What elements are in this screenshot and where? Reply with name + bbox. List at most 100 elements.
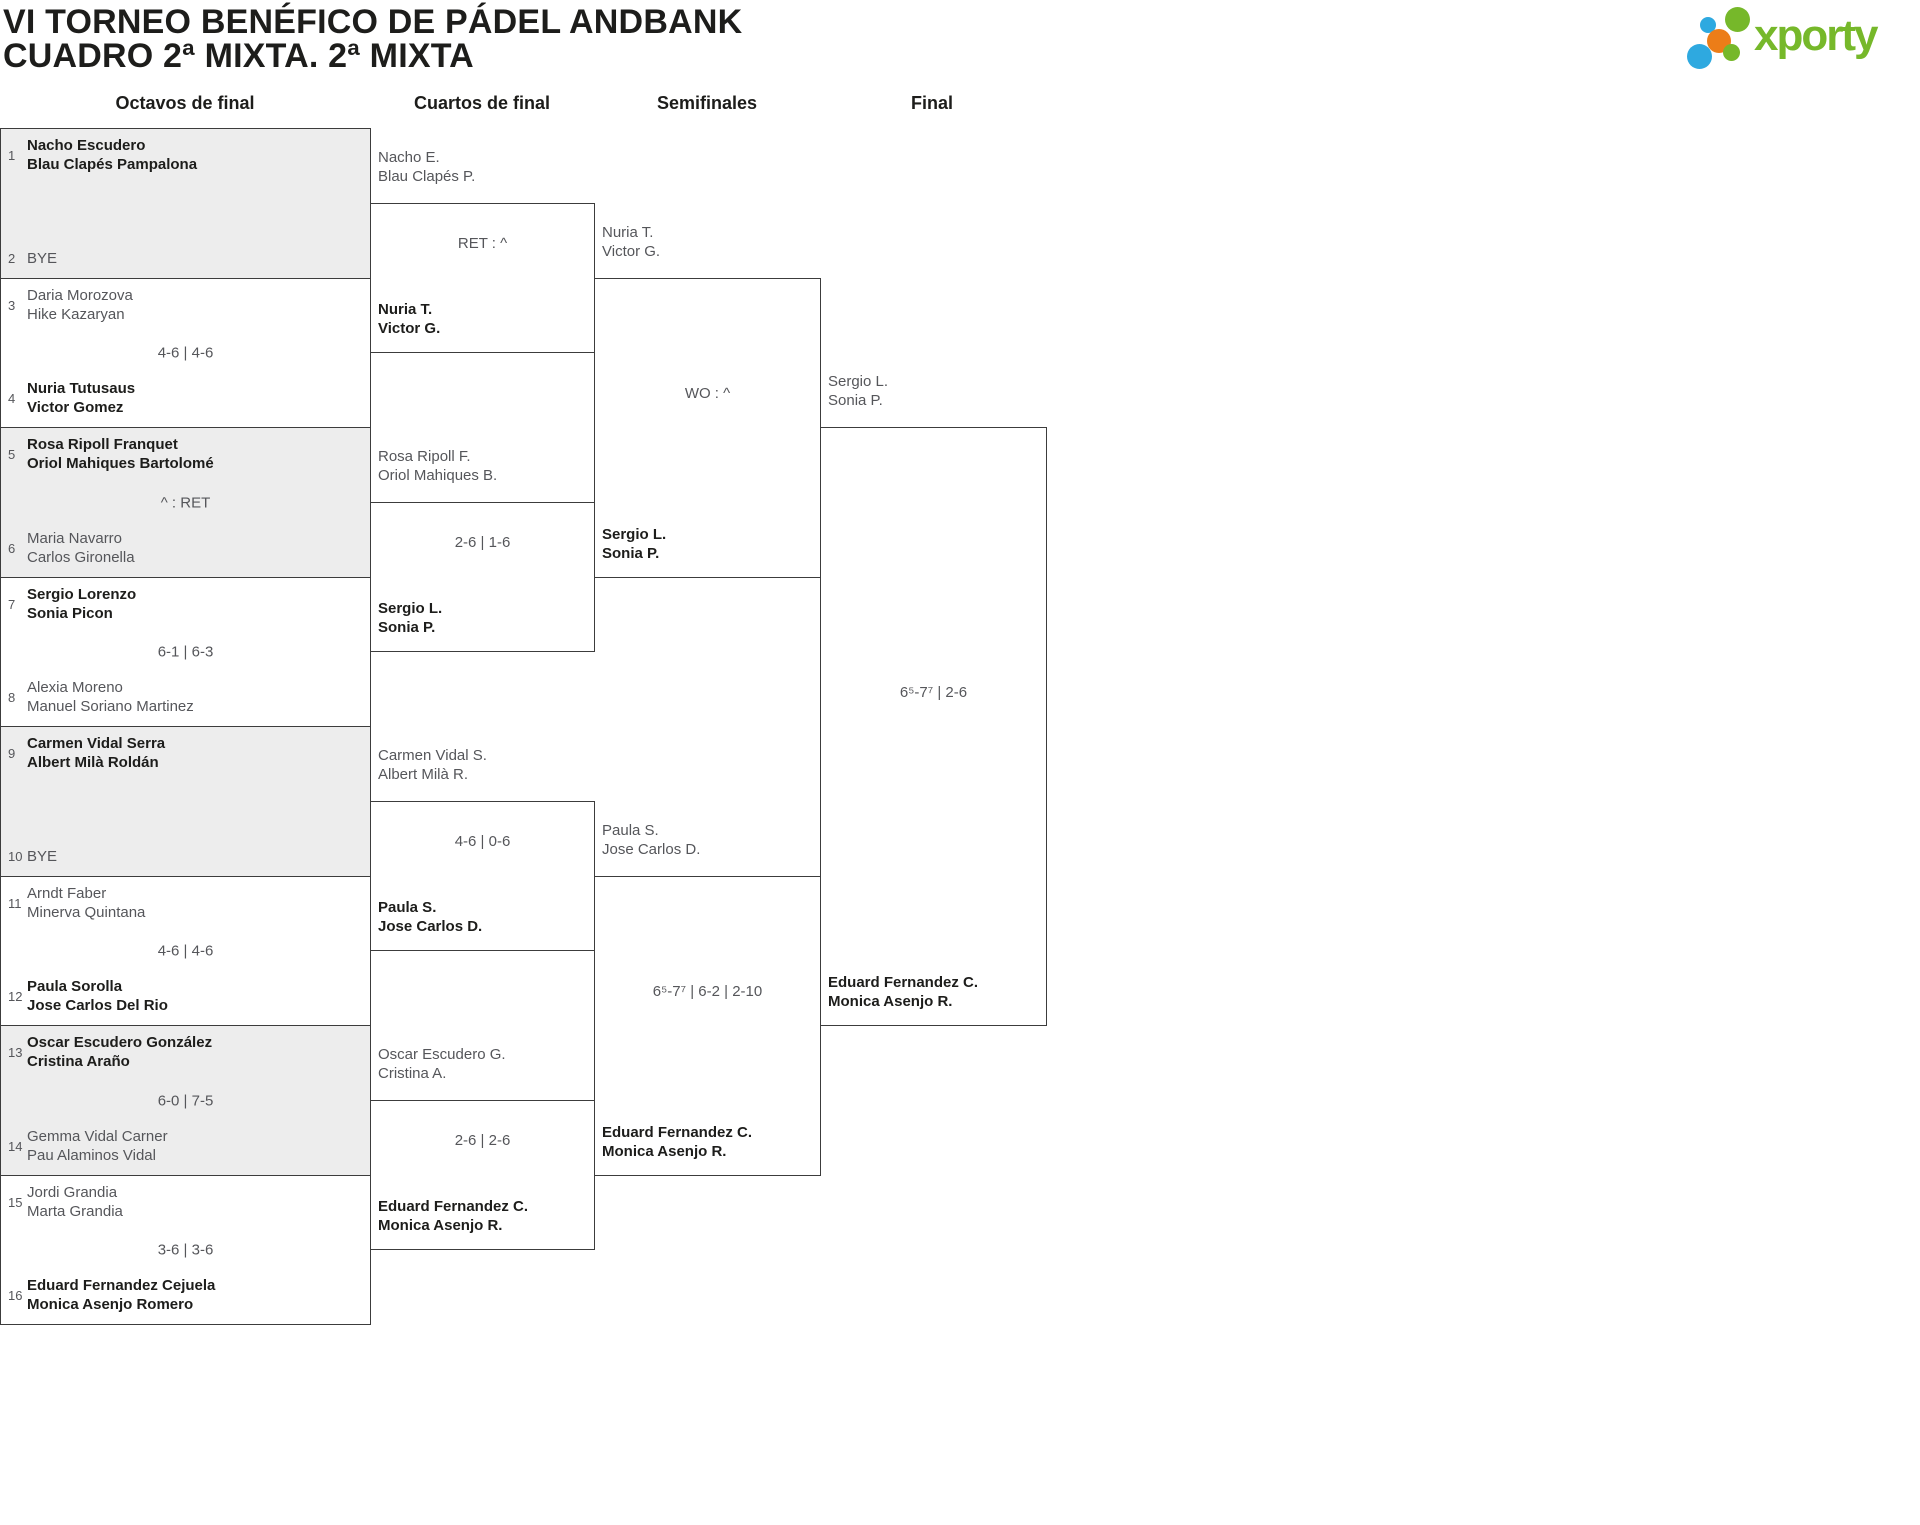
player1-name: Nacho E. <box>378 149 440 166</box>
player1-name: Paula S. <box>378 899 437 916</box>
team-name: Oscar Escudero González Cristina Araño <box>27 1033 212 1071</box>
r16-match-1-box: 1 Nacho Escudero Blau Clapés Pampalona 2… <box>0 128 371 279</box>
logo-dot-green-small-icon <box>1723 44 1740 61</box>
player1-name: BYE <box>27 848 58 865</box>
team-label: Paula S. Jose Carlos D. <box>602 821 700 859</box>
seed-number: 14 <box>8 1138 23 1154</box>
team-slot-seed-7: 7 Sergio Lorenzo Sonia Picon <box>1 585 370 623</box>
logo-wordmark: xporty <box>1754 11 1878 60</box>
xporty-logo: xporty <box>1685 5 1895 80</box>
r16-match-6-box: 11 Arndt Faber Minerva Quintana 4-6 | 4-… <box>0 876 371 1026</box>
qf-match-3-box: Carmen Vidal S. Albert Milà R. 4-6 | 0-6… <box>370 747 595 951</box>
team-label: Oscar Escudero G. Cristina A. <box>378 1045 506 1083</box>
team-slot-seed-3: 3 Daria Morozova Hike Kazaryan <box>1 286 370 324</box>
team-label: Sergio L. Sonia P. <box>378 599 442 637</box>
player2-name: Monica Asenjo R. <box>378 1217 503 1234</box>
player2-name: Carlos Gironella <box>27 549 135 566</box>
player1-name: Eduard Fernandez C. <box>378 1198 529 1215</box>
qf-match-1-box: Nacho E. Blau Clapés P. RET : ^ Nuria T.… <box>370 149 595 353</box>
team-name: Rosa Ripoll Franquet Oriol Mahiques Bart… <box>27 435 214 473</box>
team-label: Eduard Fernandez C. Monica Asenjo R. <box>378 1197 528 1235</box>
team-slot-seed-2: 2 BYE <box>1 249 370 268</box>
player1-name: Jordi Grandia <box>27 1184 118 1201</box>
seed-number: 5 <box>8 446 16 462</box>
player1-name: Rosa Ripoll Franquet <box>27 436 178 453</box>
qf-match-4-box: Oscar Escudero G. Cristina A. 2-6 | 2-6 … <box>370 1046 595 1250</box>
player2-name: Hike Kazaryan <box>27 306 125 323</box>
player2-name: Minerva Quintana <box>27 904 146 921</box>
player2-name: Cristina A. <box>378 1065 447 1082</box>
team-name: Jordi Grandia Marta Grandia <box>27 1183 123 1221</box>
seed-number: 11 <box>8 895 22 911</box>
match-score: 4-6 | 4-6 <box>157 942 214 960</box>
player1-name: Sergio L. <box>602 526 667 543</box>
team-name: Gemma Vidal Carner Pau Alaminos Vidal <box>27 1127 168 1165</box>
player1-name: Nuria Tutusaus <box>27 380 136 397</box>
tournament-name: VI TORNEO BENÉFICO DE PÁDEL ANDBANK <box>3 3 743 41</box>
team-name: BYE <box>27 847 57 866</box>
player2-name: Victor G. <box>378 320 441 337</box>
player2-name: Jose Carlos D. <box>602 841 701 858</box>
team-name: Maria Navarro Carlos Gironella <box>27 529 135 567</box>
team-label: Nacho E. Blau Clapés P. <box>378 148 475 186</box>
page-title: VI TORNEO BENÉFICO DE PÁDEL ANDBANK CUAD… <box>3 5 742 73</box>
r16-match-8-box: 15 Jordi Grandia Marta Grandia 3-6 | 3-6… <box>0 1175 371 1325</box>
round-header-octavos: Octavos de final <box>115 93 255 113</box>
player2-name: Blau Clapés Pampalona <box>27 156 198 173</box>
team-name: Nuria Tutusaus Victor Gomez <box>27 379 135 417</box>
team-name: Arndt Faber Minerva Quintana <box>27 884 145 922</box>
player1-name: Paula Sorolla <box>27 978 123 995</box>
match-score: 2-6 | 2-6 <box>454 1132 511 1149</box>
team-slot-seed-1: 1 Nacho Escudero Blau Clapés Pampalona <box>1 136 370 174</box>
draw-name: CUADRO 2ª MIXTA. 2ª MIXTA <box>3 37 474 75</box>
player1-name: Nuria T. <box>378 301 433 318</box>
team-slot-seed-11: 11 Arndt Faber Minerva Quintana <box>1 884 370 922</box>
seed-number: 1 <box>8 147 16 163</box>
player2-name: Monica Asenjo R. <box>602 1143 727 1160</box>
player1-name: Maria Navarro <box>27 530 123 547</box>
player1-name: Sergio L. <box>828 373 889 390</box>
team-name: Nacho Escudero Blau Clapés Pampalona <box>27 136 197 174</box>
player1-name: Eduard Fernandez Cejuela <box>27 1277 216 1294</box>
player2-name: Albert Milà R. <box>378 766 469 783</box>
team-slot-seed-6: 6 Maria Navarro Carlos Gironella <box>1 529 370 567</box>
team-slot-seed-15: 15 Jordi Grandia Marta Grandia <box>1 1183 370 1221</box>
match-score: ^ : RET <box>160 494 211 511</box>
player2-name: Oriol Mahiques B. <box>378 467 498 484</box>
team-slot-seed-16: 16 Eduard Fernandez Cejuela Monica Asenj… <box>1 1276 370 1314</box>
team-slot-seed-8: 8 Alexia Moreno Manuel Soriano Martinez <box>1 678 370 716</box>
seed-number: 9 <box>8 745 16 761</box>
match-score: 6-0 | 7-5 <box>157 1092 214 1109</box>
team-name: Carmen Vidal Serra Albert Milà Roldán <box>27 734 165 772</box>
player2-name: Monica Asenjo R. <box>828 993 953 1010</box>
team-slot-seed-14: 14 Gemma Vidal Carner Pau Alaminos Vidal <box>1 1127 370 1165</box>
logo-dot-green-big-icon <box>1725 7 1750 32</box>
sf-match-2-box: Paula S. Jose Carlos D. 6⁵-7⁷ | 6-2 | 2-… <box>594 822 821 1176</box>
team-slot-seed-13: 13 Oscar Escudero González Cristina Arañ… <box>1 1033 370 1071</box>
team-name: Eduard Fernandez Cejuela Monica Asenjo R… <box>27 1276 215 1314</box>
match-score: RET : ^ <box>457 235 508 252</box>
seed-number: 13 <box>8 1044 23 1060</box>
player2-name: Sonia Picon <box>27 605 113 622</box>
r16-match-5-box: 9 Carmen Vidal Serra Albert Milà Roldán … <box>0 726 371 877</box>
team-label: Eduard Fernandez C. Monica Asenjo R. <box>602 1123 752 1161</box>
logo-dot-blue-small-icon <box>1700 17 1716 33</box>
seed-number: 4 <box>8 390 16 406</box>
player2-name: Sonia P. <box>602 545 660 562</box>
player2-name: Jose Carlos D. <box>378 918 483 935</box>
sf-match-1-box: Nuria T. Victor G. WO : ^ Sergio L. Soni… <box>594 224 821 578</box>
final-match-box: Sergio L. Sonia P. 6⁵-7⁷ | 2-6 Eduard Fe… <box>820 373 1047 1026</box>
player1-name: Daria Morozova <box>27 287 133 304</box>
round-header-semifinales: Semifinales <box>656 93 758 113</box>
seed-number: 10 <box>8 849 23 864</box>
player1-name: Eduard Fernandez C. <box>828 974 979 991</box>
player1-name: Oscar Escudero G. <box>378 1046 506 1063</box>
team-name: BYE <box>27 249 57 268</box>
seed-number: 7 <box>8 596 16 612</box>
seed-number: 2 <box>8 251 16 266</box>
team-name: Sergio Lorenzo Sonia Picon <box>27 585 136 623</box>
seed-number: 12 <box>8 988 23 1004</box>
seed-number: 3 <box>8 297 16 313</box>
player1-name: Nacho Escudero <box>27 137 146 154</box>
player2-name: Sonia P. <box>828 392 883 409</box>
